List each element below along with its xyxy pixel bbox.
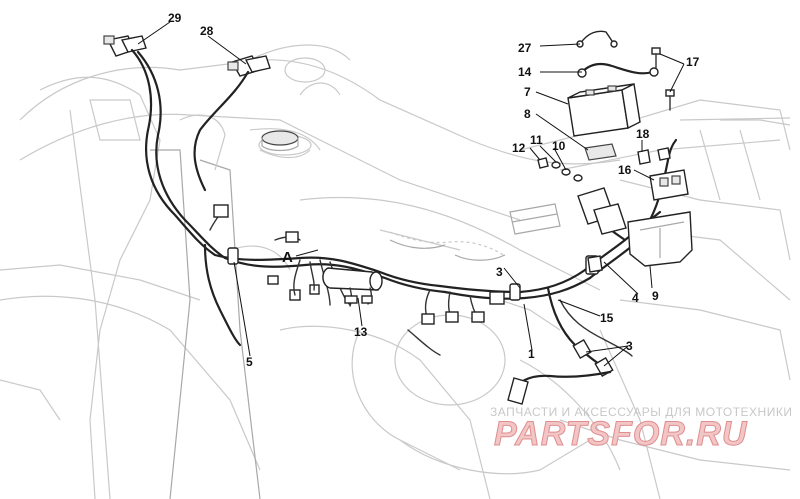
- callout-16: 16: [618, 163, 632, 177]
- callout-labels: 29 28 27 14 17 7 8 18 12 11 10 16 A 3 4 …: [168, 11, 700, 369]
- callout-a: A: [282, 249, 293, 266]
- harness-clips: [227, 247, 603, 301]
- fuse-box-16: [649, 169, 689, 201]
- battery-cable-14: [577, 62, 659, 78]
- watermark: ЗАПЧАСТИ И АКСЕССУАРЫ ДЛЯ МОТОТЕХНИКИ PA…: [490, 405, 792, 454]
- capacitor-relay-13: [322, 267, 383, 307]
- callout-3-upper: 3: [496, 265, 503, 279]
- callout-8: 8: [524, 107, 531, 121]
- central-connectors: [407, 289, 505, 356]
- handlebar-switch-left: [103, 35, 147, 57]
- battery-strap-27: [576, 30, 618, 48]
- callout-4: 4: [632, 291, 639, 305]
- battery-pad-8: [584, 143, 617, 161]
- callout-15: 15: [600, 311, 614, 325]
- callout-3-lower: 3: [626, 339, 633, 353]
- callout-12: 12: [512, 141, 526, 155]
- callout-18: 18: [636, 127, 650, 141]
- battery-tray-9: [627, 211, 693, 267]
- callout-14: 14: [518, 65, 532, 79]
- regulator-block: [509, 203, 561, 235]
- screws-17: [651, 47, 675, 111]
- callout-17: 17: [686, 55, 700, 69]
- callout-5: 5: [246, 355, 253, 369]
- ignition-switch: [261, 130, 299, 152]
- watermark-logo: PARTSFOR.RU: [494, 415, 748, 453]
- watermark-tagline: ЗАПЧАСТИ И АКСЕССУАРЫ ДЛЯ МОТОТЕХНИКИ: [490, 405, 792, 419]
- callout-10: 10: [552, 139, 566, 153]
- sensor-lead: [507, 286, 633, 405]
- fuse-18: [637, 147, 671, 165]
- handlebar-switch-right: [227, 55, 271, 77]
- motorcycle-frame-outline: [0, 44, 791, 499]
- callout-29: 29: [168, 11, 182, 25]
- callout-11: 11: [530, 133, 543, 147]
- battery-7: [567, 82, 641, 137]
- connector-housing-4: [577, 187, 627, 235]
- callout-28: 28: [200, 24, 214, 38]
- callout-7: 7: [524, 85, 531, 99]
- chain-outline: [389, 231, 506, 257]
- callout-9: 9: [652, 289, 659, 303]
- callout-27: 27: [518, 41, 532, 55]
- callout-13: 13: [354, 325, 368, 339]
- leader-lines: [137, 21, 685, 367]
- callout-1: 1: [528, 347, 535, 361]
- main-harness-wires: [130, 48, 678, 347]
